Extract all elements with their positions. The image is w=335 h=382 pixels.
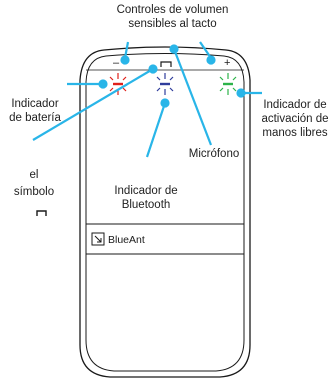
minus-sign: – xyxy=(113,57,120,69)
microphone-label: Micrófono xyxy=(188,148,240,160)
volume-label-line2: sensibles al tacto xyxy=(128,18,217,30)
microphone-callout-dot xyxy=(169,44,179,54)
bluetooth-callout-dot xyxy=(160,98,170,108)
battery-label-line2: de batería xyxy=(9,112,61,124)
device-inner-outline xyxy=(85,53,245,372)
handsfree-indicator-label: Indicador de activación de manos libres xyxy=(256,98,334,140)
handsfree-callout-dot xyxy=(236,88,246,98)
handsfree-label-line2: activación de xyxy=(261,113,329,125)
symbol-label-line2: símbolo xyxy=(13,186,55,198)
volume-minus-callout-line xyxy=(123,41,130,59)
battery-callout-dot xyxy=(98,79,108,89)
handsfree-label-line1: Indicador de xyxy=(263,99,327,111)
device-outer-outline xyxy=(79,46,251,378)
handsfree-led-icon xyxy=(219,73,237,95)
symbol-callout-dot xyxy=(148,64,158,74)
brand-name: BlueAnt xyxy=(108,234,145,246)
symbol-label: el símbolo xyxy=(4,168,64,199)
volume-label-line1: Controles de volumen xyxy=(116,4,229,16)
bluetooth-label-line2: Bluetooth xyxy=(121,199,171,211)
microphone-callout-line xyxy=(172,48,213,146)
bluetooth-callout-line xyxy=(145,102,167,158)
bluetooth-label-line1: Indicador de xyxy=(114,185,178,197)
symbol-label-line1: el xyxy=(29,169,39,181)
symbol-callout-line xyxy=(32,68,154,141)
battery-indicator-label: Indicador de batería xyxy=(4,97,66,125)
battery-led-icon xyxy=(109,73,127,95)
brand-band xyxy=(85,223,245,255)
bluetooth-indicator-label: Indicador de Bluetooth xyxy=(98,184,194,212)
blueant-logo-mark xyxy=(94,235,102,243)
volume-minus-callout-dot xyxy=(120,55,130,65)
volume-plus-callout-dot xyxy=(206,55,216,65)
battery-label-line1: Indicador xyxy=(11,98,59,110)
volume-plus-callout-line xyxy=(199,41,212,59)
bluetooth-led-icon xyxy=(156,73,174,95)
bracket-symbol-in-legend xyxy=(36,210,47,216)
volume-controls-label: Controles de volumen sensibles al tacto xyxy=(105,3,240,31)
handsfree-label-line3: manos libres xyxy=(262,127,328,139)
bracket-symbol-on-device xyxy=(160,61,172,67)
plus-sign: + xyxy=(224,57,230,69)
